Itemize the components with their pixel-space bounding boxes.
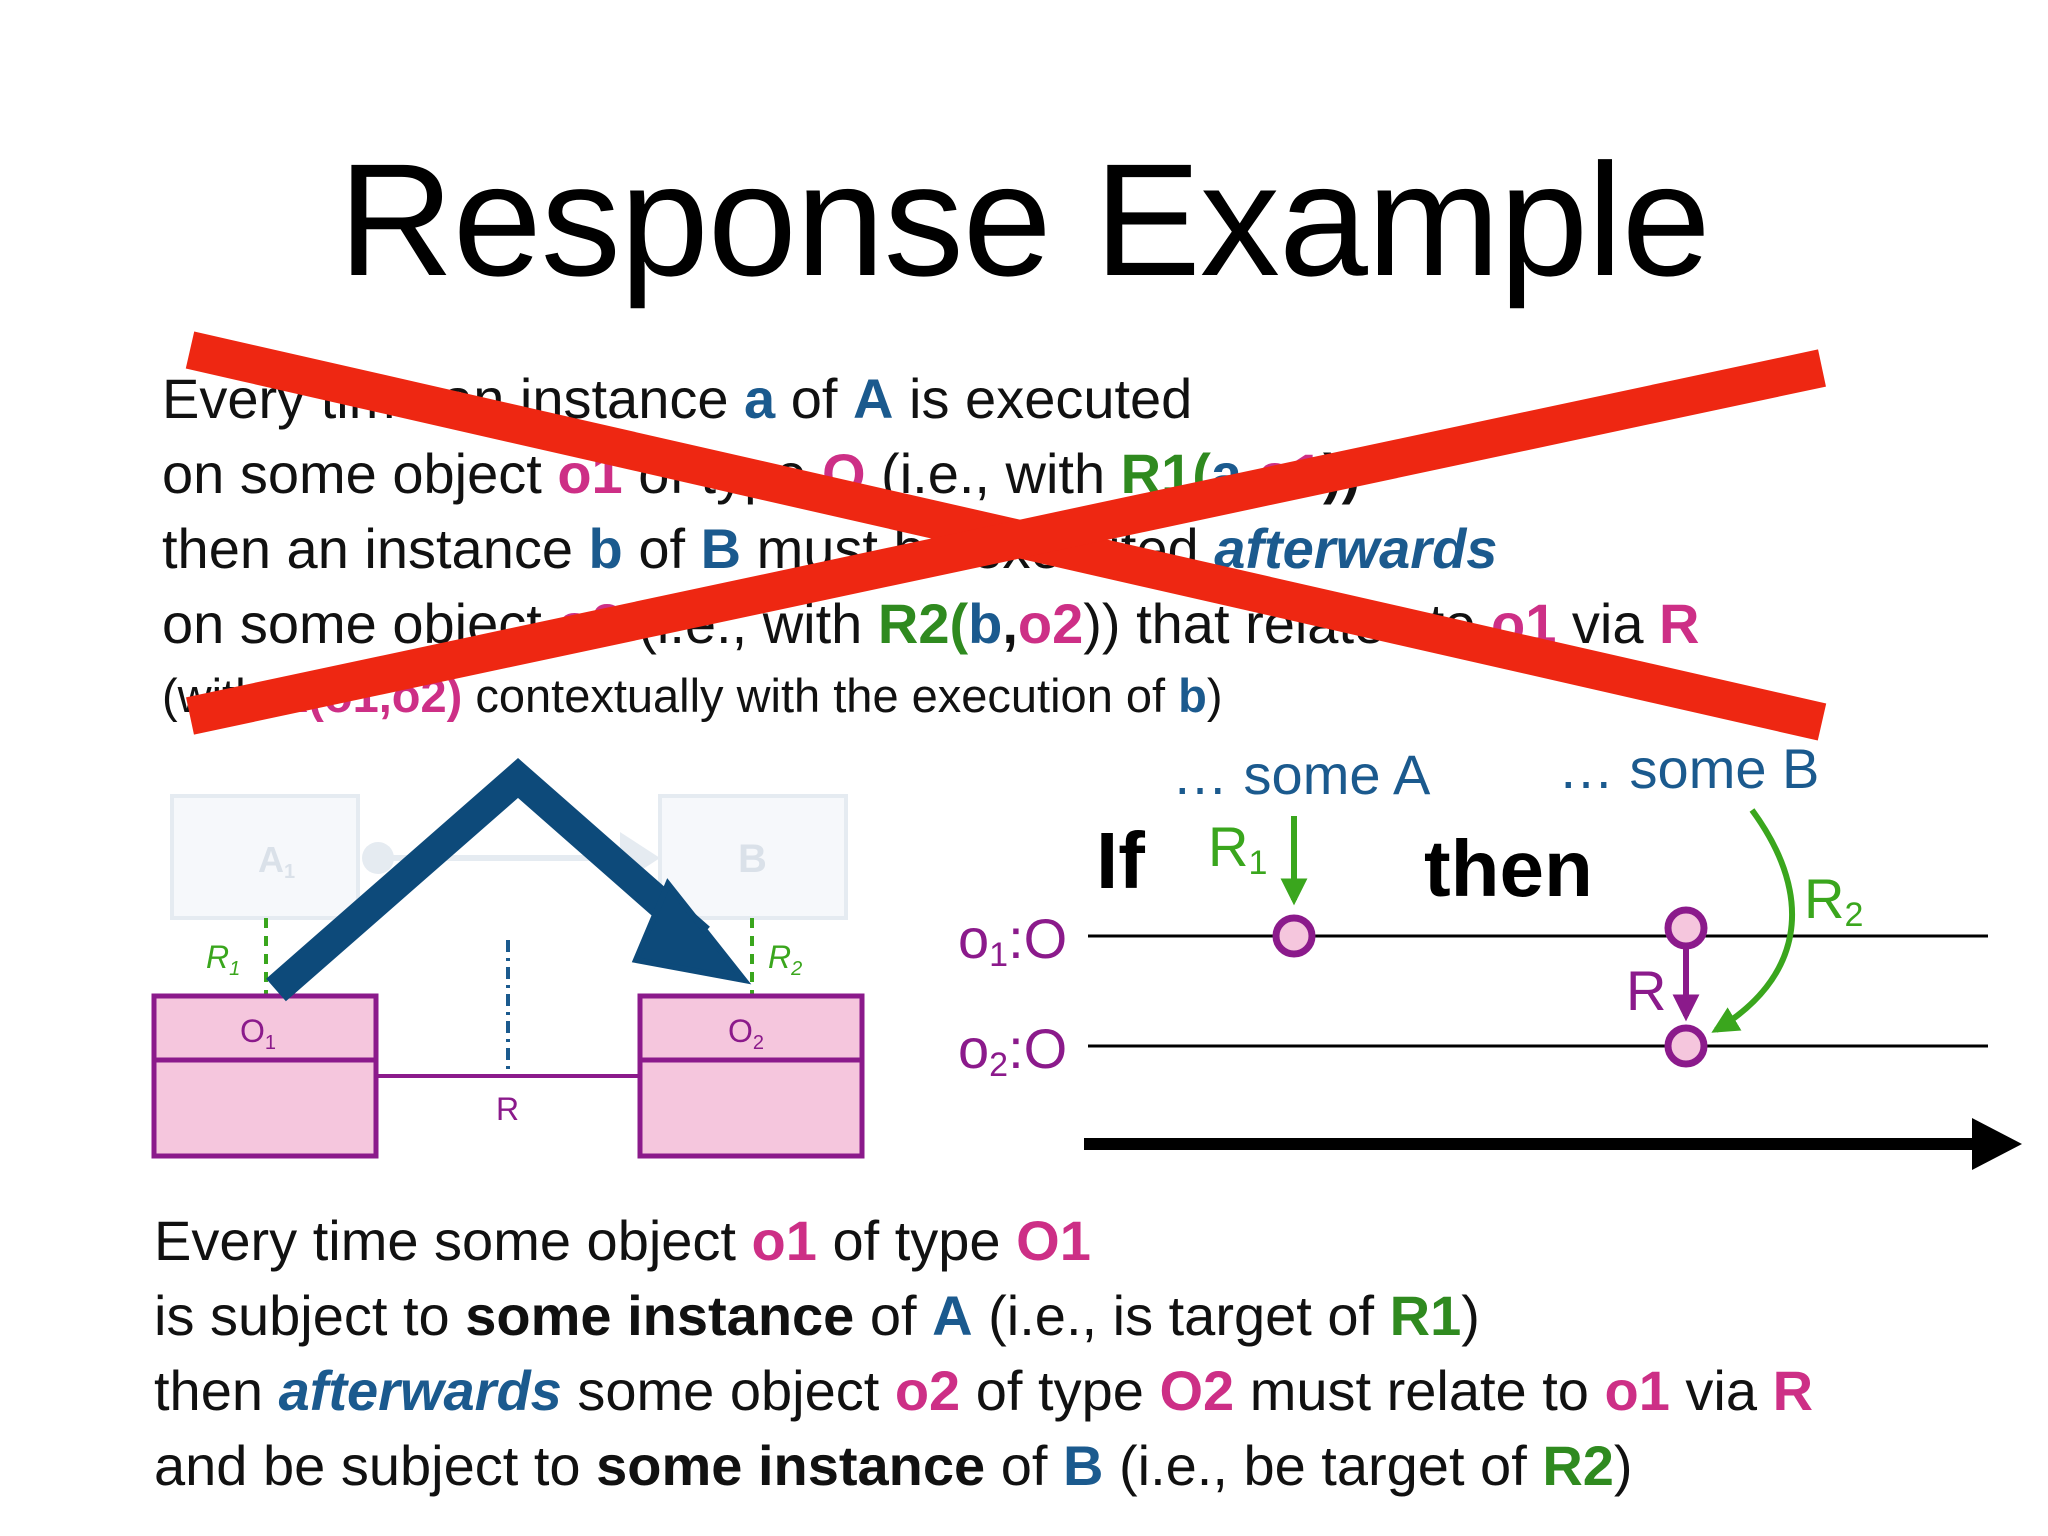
var-B: B (1062, 1434, 1104, 1497)
text-segment: via (1556, 592, 1660, 655)
word-afterwards: afterwards (1214, 517, 1498, 580)
text-segment: ) (1206, 669, 1223, 722)
text-segment: via (1669, 1359, 1773, 1422)
text-segment: must relate to (1234, 1359, 1605, 1422)
event-o1-node (1664, 906, 1708, 950)
var-o1: o1 (1604, 1359, 1670, 1422)
text-segment: is executed (893, 367, 1193, 430)
class-a-label: A1 (258, 839, 295, 883)
text-segment: Every time some object (154, 1209, 752, 1272)
slide-title: Response Example (338, 130, 1710, 309)
text-segment: of (775, 367, 854, 430)
text-segment: ) (1613, 1434, 1633, 1497)
var-b: b (588, 517, 623, 580)
word-afterwards: afterwards (278, 1359, 562, 1422)
bottom-line-3: then afterwards some object o2 of type O… (154, 1360, 1813, 1422)
o1-label: O1 (240, 1013, 276, 1054)
class-a-box (170, 794, 360, 920)
class-b-box (658, 794, 848, 920)
var-R: R (1772, 1359, 1814, 1422)
red-cross (185, 331, 1827, 741)
o2-class-box (637, 993, 865, 1159)
big-arrow-head (631, 878, 752, 985)
event-b-node (1664, 1024, 1708, 1068)
time-axis-arrowhead (1972, 1118, 2022, 1170)
r-timeline-label: R (1626, 959, 1666, 1022)
connector-dot (362, 842, 394, 874)
text-segment: then an instance (162, 517, 589, 580)
r1-label: R1 (206, 939, 240, 980)
text-segment: (i.e., with (865, 442, 1121, 505)
uml-diagram: A1 B R1 R2 O1 O2 R (151, 758, 865, 1159)
var-b: b (1178, 669, 1207, 722)
r2-label: R2 (768, 939, 802, 980)
text-segment: and be subject to (154, 1434, 597, 1497)
if-label: If (1096, 816, 1145, 905)
bottom-line-4: and be subject to some instance of B (i.… (154, 1435, 1633, 1497)
var-R1: R1 (1389, 1284, 1462, 1347)
var-o1: o1 (751, 1209, 817, 1272)
text-segment: contextually with the execution of (462, 669, 1179, 722)
r2-timeline-label: R2 (1804, 867, 1863, 934)
var-R2: R2( (877, 592, 969, 655)
o2-label: O2 (728, 1013, 764, 1054)
cross-stroke (186, 349, 1826, 735)
var-o2: o2 (1017, 592, 1084, 655)
text-segment: some object (561, 1359, 895, 1422)
bottom-line-1: Every time some object o1 of type O1 (154, 1210, 1091, 1272)
var-a: a (744, 367, 776, 430)
text-segment: of (854, 1284, 933, 1347)
var-A: A (853, 367, 894, 430)
o1-class-box (151, 993, 379, 1159)
text-segment: , (1002, 592, 1018, 655)
timeline-diagram: … some A … some B If then o1:O o2:O R1 R… (958, 737, 2022, 1170)
faded-classes: A1 B (170, 794, 848, 920)
text-segment: then (154, 1359, 279, 1422)
some-b-label: … some B (1558, 737, 1819, 800)
text-segment: (i.e., be target of (1103, 1434, 1543, 1497)
var-R2: R2 (1542, 1434, 1614, 1497)
text-segment: of (622, 517, 701, 580)
o1-row-label: o1:O (958, 907, 1067, 974)
bottom-line-2: is subject to some instance of A (i.e., … (154, 1285, 1480, 1347)
var-A: A (932, 1284, 973, 1347)
text-segment: (i.e., is target of (972, 1284, 1390, 1347)
text-segment: ) (1461, 1284, 1480, 1347)
r2-curved-arrow (1711, 808, 1795, 1033)
var-o2: o2 (894, 1359, 961, 1422)
var-O1: O1 (1016, 1209, 1091, 1272)
then-label: then (1424, 824, 1593, 913)
r-label: R (496, 1091, 519, 1127)
class-b-label: B (738, 837, 767, 881)
r1-timeline-label: R1 (1208, 815, 1267, 882)
text-segment: on some object (162, 442, 558, 505)
var-R: R (1659, 592, 1700, 655)
text-segment: of type (816, 1209, 1017, 1272)
text-segment: of type (960, 1359, 1160, 1422)
some-a-label: … some A (1172, 743, 1431, 806)
big-arrow-shaft (266, 758, 710, 1002)
var-O2: O2 (1159, 1359, 1235, 1422)
text-segment: of (985, 1434, 1063, 1497)
phrase-some-instance: some instance (596, 1434, 986, 1497)
o2-row-label: o2:O (958, 1017, 1067, 1084)
event-a-node (1272, 914, 1316, 958)
var-b: b (968, 592, 1003, 655)
text-segment: is subject to (154, 1284, 466, 1347)
var-B: B (700, 517, 742, 580)
phrase-some-instance: some instance (465, 1284, 855, 1347)
